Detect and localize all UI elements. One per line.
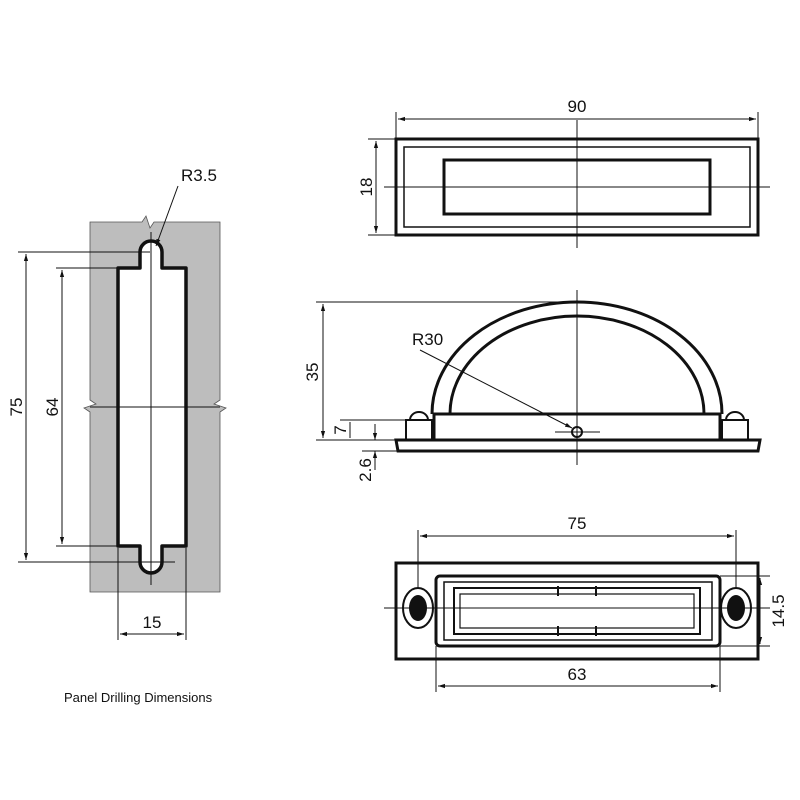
bdim145-label: 14.5: [769, 594, 788, 627]
right-screw-block: [721, 419, 749, 441]
handle-plate: [394, 438, 762, 453]
bottom-body-outer: [434, 574, 722, 648]
bottom-view: 75 63 14.5: [384, 514, 788, 692]
left-screw-head: [409, 411, 429, 421]
dim15-label: 15: [143, 613, 162, 632]
dim35-label: 35: [303, 363, 322, 382]
bdim63-label: 63: [568, 665, 587, 684]
top-view: 90 18: [357, 97, 770, 248]
dim18-label: 18: [357, 178, 376, 197]
right-screw-head: [725, 411, 745, 421]
dim26-label: 2.6: [356, 458, 375, 482]
bottom-body-inner: [443, 581, 713, 641]
left-screw-block: [405, 419, 433, 441]
bdim75-label: 75: [568, 514, 587, 533]
dim7-label: 7: [331, 425, 350, 434]
r30-leader: [419, 349, 573, 429]
dim75-label: 75: [7, 398, 26, 417]
dim64-label: 64: [43, 398, 62, 417]
panel-cutout-view: R3.5 75 64 15: [7, 166, 227, 640]
bottom-channel-inner: [459, 593, 695, 629]
bottom-channel-outer: [453, 587, 701, 635]
dim90-label: 90: [568, 97, 587, 116]
caption-panel-drilling: Panel Drilling Dimensions: [64, 690, 213, 705]
r35-leader: [155, 185, 179, 247]
r35-label: R3.5: [181, 166, 217, 185]
r30-label: R30: [412, 330, 443, 349]
side-view: R30 35 7 2.6: [303, 290, 762, 482]
